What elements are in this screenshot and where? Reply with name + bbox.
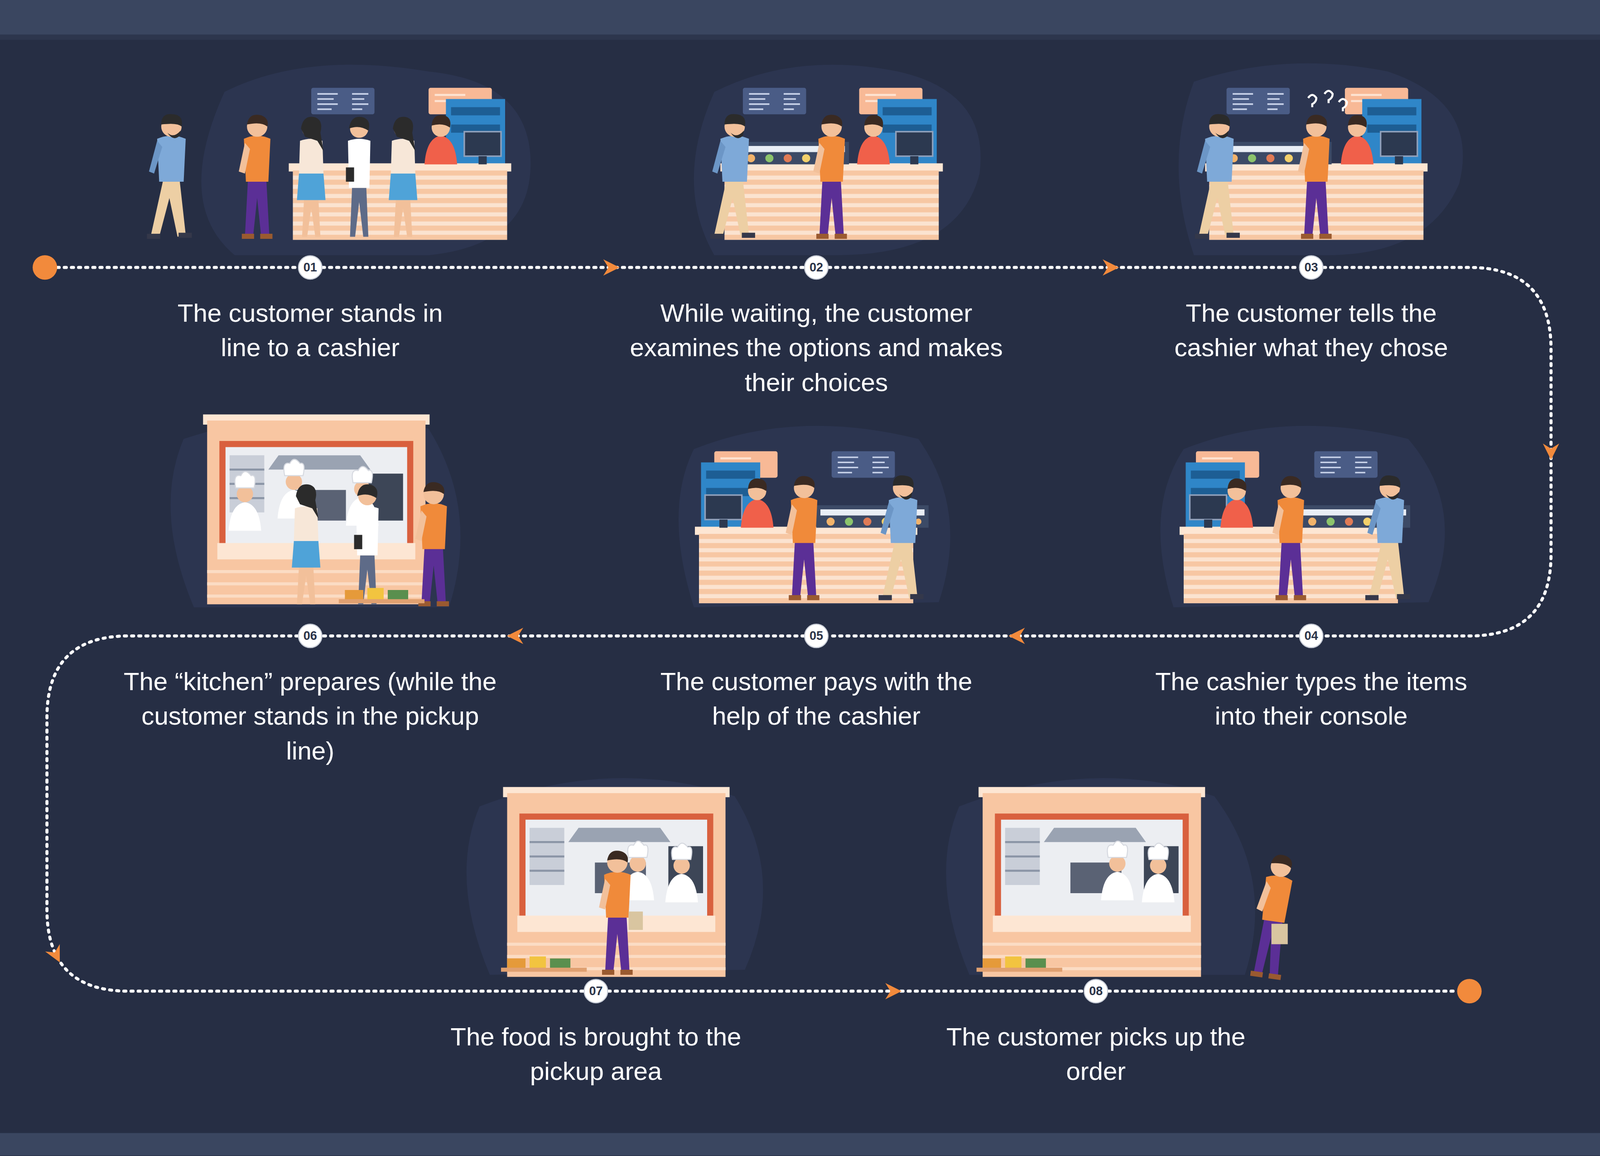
arrow-head	[1102, 259, 1119, 276]
background-blobs	[170, 63, 1463, 975]
scene-food-brought	[501, 786, 730, 977]
step-caption: The cashier types the items into their c…	[1147, 663, 1475, 733]
step-number: 08	[1083, 978, 1109, 1003]
dotted-connector	[828, 634, 1299, 638]
step-number: 01	[298, 255, 323, 280]
dotted-connector	[47, 635, 584, 991]
scene-tell	[1195, 87, 1428, 241]
arrow-head	[506, 627, 524, 644]
scene-kitchen-prepares	[202, 414, 449, 607]
step-caption: The customer picks up the order	[937, 1018, 1254, 1088]
timeline-step: 06The “kitchen” prepares (while the cust…	[121, 623, 499, 768]
step-number: 04	[1298, 623, 1324, 648]
timeline-step: 04The cashier types the items into their…	[1147, 623, 1475, 733]
step-caption: The customer stands in line to a cashier	[176, 294, 444, 365]
step-caption: The “kitchen” prepares (while the custom…	[121, 663, 499, 768]
arrow-head	[1542, 443, 1560, 460]
path-ends	[32, 255, 1482, 1003]
scene-type	[1179, 451, 1411, 604]
dotted-connector	[608, 989, 1085, 993]
arrow-head	[45, 943, 68, 966]
step-number: 05	[804, 623, 829, 648]
step-caption: The food is brought to the pickup area	[437, 1018, 754, 1088]
bottom-band	[0, 1132, 1600, 1156]
timeline-step: 05The customer pays with the help of the…	[647, 623, 985, 733]
dotted-connector	[322, 265, 805, 270]
step-caption: The customer pays with the help of the c…	[647, 663, 985, 733]
arrow-head	[603, 259, 620, 276]
step-number: 02	[804, 255, 829, 280]
timeline-step: 08The customer picks up the order	[937, 978, 1254, 1088]
timeline-step: 07The food is brought to the pickup area	[437, 978, 754, 1088]
step-number: 06	[298, 623, 323, 648]
scene-choose	[710, 87, 944, 241]
step-caption: The customer tells the cashier what they…	[1142, 294, 1480, 365]
top-band	[0, 0, 1600, 35]
step-caption: While waiting, the customer examines the…	[627, 294, 1005, 400]
dotted-connector	[828, 265, 1299, 270]
timeline-step: 01The customer stands in line to a cashi…	[176, 255, 444, 365]
timeline-step: 03The customer tells the cashier what th…	[1142, 255, 1480, 365]
step-number: 03	[1298, 255, 1324, 280]
step-number: 07	[583, 978, 608, 1003]
scene-pay	[694, 451, 929, 604]
scene-pickup	[976, 786, 1298, 980]
scene-line	[146, 87, 511, 241]
dotted-connector	[322, 634, 805, 638]
timeline-step: 02While waiting, the customer examines t…	[627, 255, 1005, 400]
arrow-head	[885, 982, 902, 999]
arrow-head	[1008, 627, 1025, 644]
